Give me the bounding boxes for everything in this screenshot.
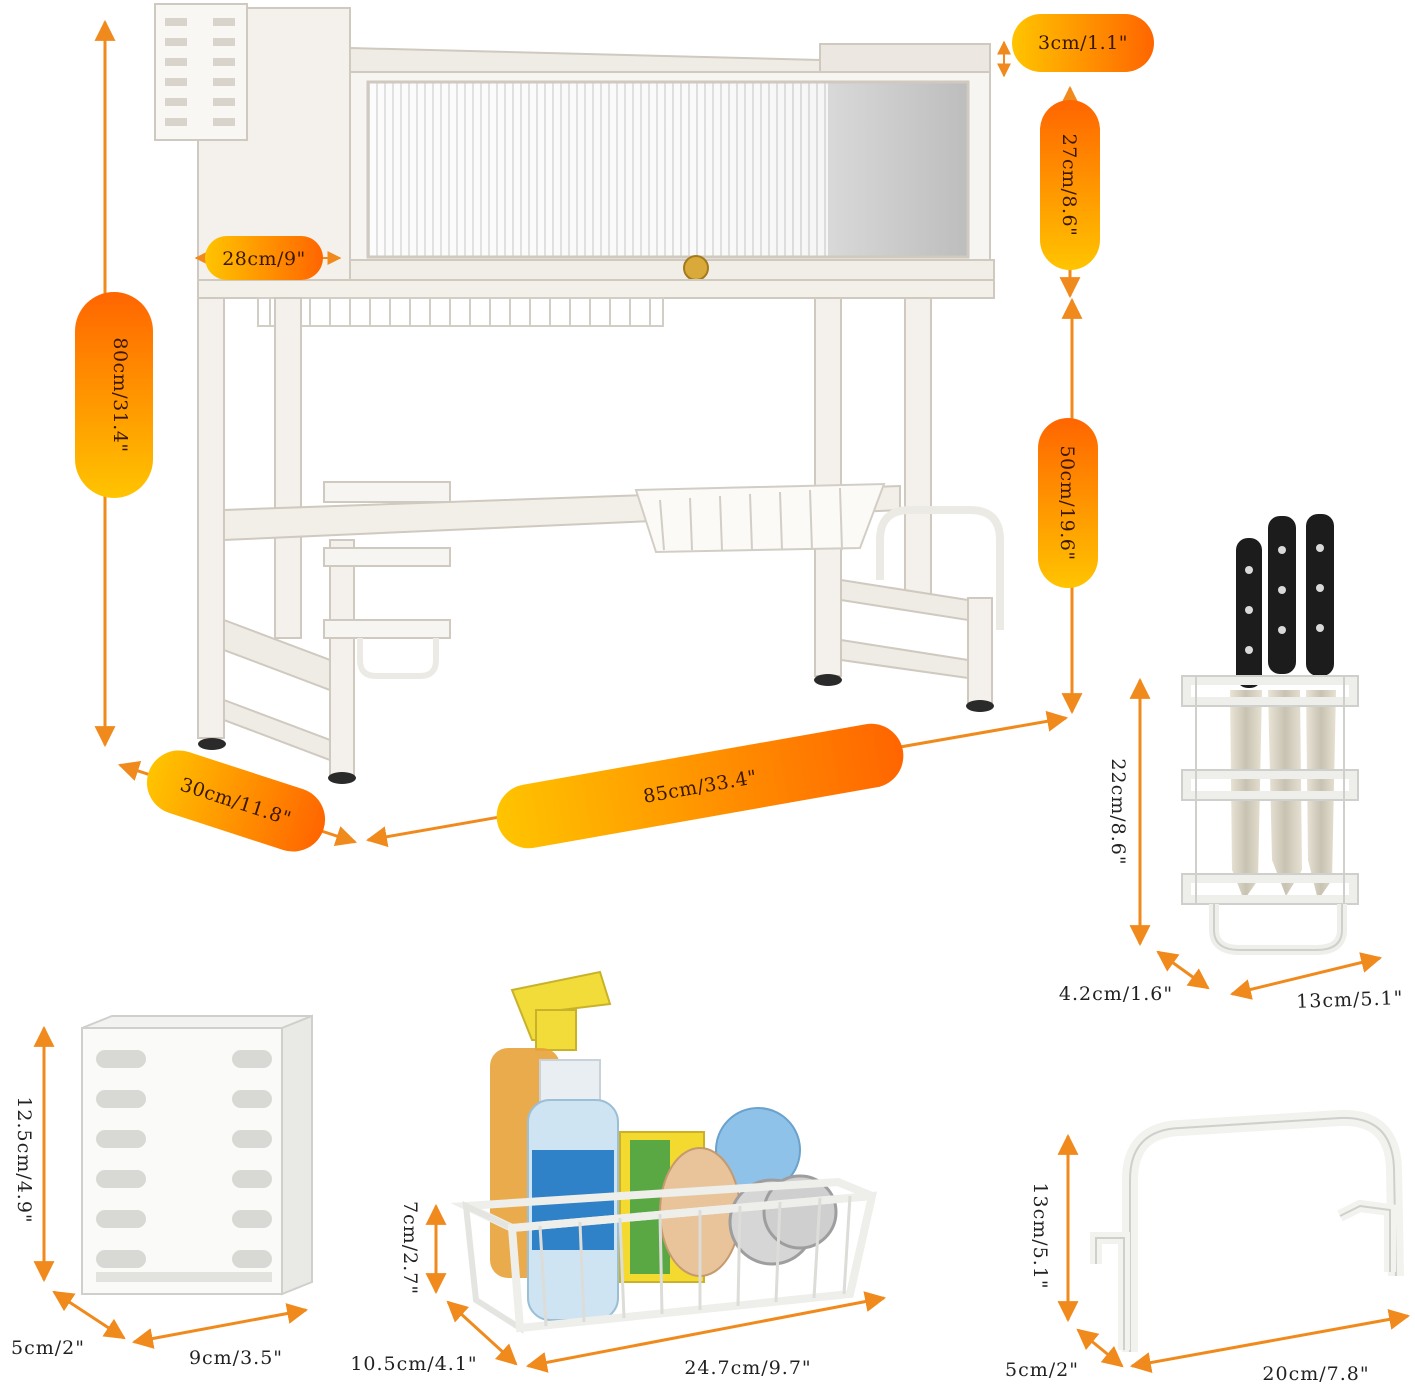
dim-basket-depth: 10.5cm/4.1": [350, 1353, 477, 1375]
svg-text:28cm/9": 28cm/9": [222, 248, 306, 270]
svg-text:3cm/1.1": 3cm/1.1": [1038, 32, 1128, 54]
dim-towel-width: 20cm/7.8": [1262, 1363, 1369, 1385]
knife-holder-illustration: [1181, 514, 1359, 955]
dim-cabinet-height: 27cm/8.6": [1040, 100, 1100, 270]
dim-basket-height: 7cm/2.7": [399, 1201, 421, 1295]
utensil-cup-mini: [154, 3, 248, 141]
svg-text:50cm/19.6": 50cm/19.6": [1056, 445, 1078, 560]
dim-knife-width: 13cm/5.1": [1296, 987, 1404, 1013]
dim-utensil-width: 9cm/3.5": [189, 1347, 283, 1369]
main-dish-rack-illustration: [154, 3, 1004, 784]
dim-top-gap: 3cm/1.1": [1012, 14, 1154, 72]
dim-basket-width: 24.7cm/9.7": [684, 1357, 811, 1379]
svg-text:80cm/31.4": 80cm/31.4": [109, 337, 131, 452]
dim-knife-height: 22cm/8.6": [1107, 758, 1129, 865]
knife-handle-icon: [1306, 514, 1334, 676]
dim-knife-depth: 4.2cm/1.6": [1059, 983, 1173, 1005]
dim-utensil-depth: 5cm/2": [11, 1337, 85, 1359]
dim-height-total: 80cm/31.4": [75, 292, 153, 498]
dim-length: 85cm/33.4": [496, 723, 904, 849]
gold-knob-icon: [683, 255, 709, 281]
utensil-holder-illustration: [81, 1014, 313, 1296]
svg-text:27cm/8.6": 27cm/8.6": [1058, 134, 1080, 237]
dim-utensil-height: 12.5cm/4.9": [13, 1096, 35, 1223]
sponge-basket-illustration: [450, 970, 878, 1334]
dim-inner-width: 28cm/9": [205, 236, 323, 280]
towel-bar-illustration: [1090, 1109, 1404, 1352]
dim-depth: 30cm/11.8": [146, 750, 326, 852]
dim-towel-depth: 5cm/2": [1005, 1359, 1079, 1381]
dim-lower-height: 50cm/19.6": [1038, 418, 1098, 588]
knife-handle-icon: [1268, 516, 1296, 674]
dim-towel-height: 13cm/5.1": [1029, 1182, 1051, 1289]
